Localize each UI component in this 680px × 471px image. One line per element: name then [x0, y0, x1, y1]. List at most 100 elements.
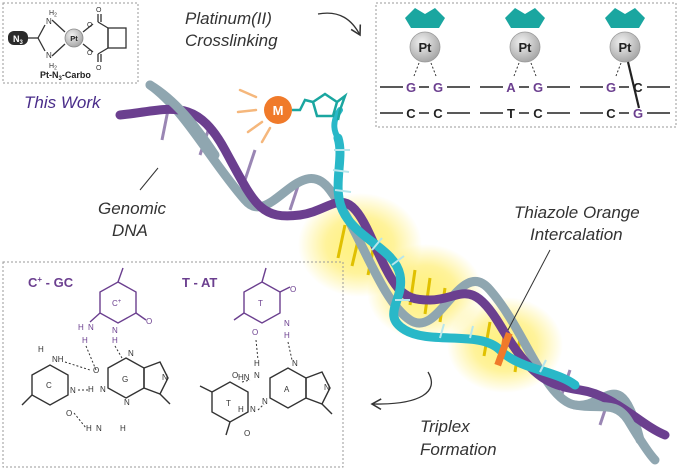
a-n7: N	[292, 359, 298, 368]
coord-bond	[430, 62, 437, 77]
t-wc-o2: O	[244, 429, 250, 438]
g-label: G	[122, 375, 128, 384]
coord-bond	[530, 62, 537, 77]
base-top-right: C	[633, 80, 643, 95]
annotations: Platinum(II) Crosslinking This Work Geno…	[24, 9, 640, 459]
crosslink-panel-2: PtA G T C	[480, 8, 570, 121]
a-n: N	[254, 371, 260, 380]
label-platinum-1: Platinum(II)	[185, 9, 272, 28]
base-top-left: A	[506, 80, 516, 95]
label-thiazole-1: Thiazole Orange	[514, 203, 640, 222]
pt-ball	[409, 31, 441, 63]
base-bottom-left: T	[507, 106, 515, 121]
compound-pt-ball	[64, 28, 84, 48]
base-top-right: G	[533, 80, 543, 95]
cplus-h: H	[112, 336, 118, 345]
t-wc-label: T	[226, 399, 231, 408]
cplus-o: O	[146, 317, 152, 326]
base-top-left: G	[406, 80, 416, 95]
azide-badge	[8, 31, 28, 45]
crosslink-frame	[375, 2, 677, 128]
g-n3: N	[124, 398, 130, 407]
thiazole-orange-marker	[494, 331, 513, 367]
cgc-triad-structure: C+ O N H H N H G N N N O N H H N H	[21, 267, 171, 433]
triad-frame	[2, 261, 344, 468]
cgc-title: C+ - GC	[28, 275, 74, 290]
g-nh2-h: H	[120, 424, 126, 433]
compound-name: Pt-N3-Carbo	[40, 70, 91, 82]
platinum-arrow	[317, 12, 362, 37]
label-thiazole-2: Intercalation	[530, 225, 623, 244]
t-wc-ring	[211, 381, 249, 423]
label-platinum-2: Crosslinking	[185, 31, 278, 50]
base-top-left: G	[606, 80, 616, 95]
compound-n-bottom: N	[46, 51, 52, 60]
metal-m-label: M	[273, 103, 284, 118]
c-h: H	[38, 345, 44, 354]
label-triplex-2: Formation	[420, 440, 497, 459]
a-ring-5	[305, 371, 331, 405]
cplus-hn-n: N	[88, 323, 94, 332]
t-wc-h: H	[238, 405, 244, 414]
wc-bonds-cgc	[64, 361, 91, 429]
base-bottom-left: C	[406, 106, 416, 121]
cplus-label: C+	[112, 299, 122, 308]
compound-h2-top: H2	[49, 10, 57, 19]
t-hoogsteen-label: T	[258, 299, 263, 308]
compound-pt-label: Pt	[70, 34, 78, 43]
linker	[292, 98, 314, 112]
wc-bonds-tat	[241, 379, 265, 411]
a-h: H	[254, 359, 260, 368]
coord-bond	[513, 62, 520, 77]
t-wc-n: N	[250, 405, 256, 414]
g-h1: H	[88, 385, 94, 394]
g-ring-5	[143, 361, 169, 395]
c-n3: N	[70, 386, 76, 395]
tfo-strand-cyan	[333, 133, 580, 390]
a-label: A	[284, 385, 290, 394]
compound-o-bottom: O	[87, 50, 93, 57]
label-genomic-2: DNA	[112, 221, 148, 240]
hoogsteen-bonds-tat	[255, 339, 293, 361]
pt-ball	[509, 31, 541, 63]
tat-triad-structure: T O O N H A H N HN N N N T O N H	[199, 267, 333, 438]
pentagon-ring	[311, 92, 339, 118]
coord-bond	[615, 62, 622, 77]
t-hoogsteen-n: N	[284, 319, 290, 328]
c-o: O	[66, 409, 72, 418]
ligand-cap-icon	[405, 8, 445, 28]
compound-frame	[2, 2, 139, 84]
coord-bond	[413, 62, 420, 77]
pt-ball-label: Pt	[619, 40, 633, 55]
dna-helix	[115, 80, 670, 465]
dna-strand-purple	[115, 104, 670, 440]
c-label: C	[46, 381, 52, 390]
hoogsteen-bonds-cgc	[85, 345, 123, 371]
g-nh2: H	[86, 424, 92, 433]
a-n9: N	[324, 383, 330, 392]
triad-box: C+ - GC T - AT C+ O N H H N H G N	[2, 261, 344, 468]
dna-strand-steel-front-2	[570, 400, 660, 465]
a-hn: HN	[238, 373, 250, 382]
label-this-work: This Work	[24, 93, 102, 112]
cplus-h2: H	[82, 336, 88, 345]
t-wc-o: O	[232, 371, 238, 380]
c-nh: NH	[52, 355, 64, 364]
compound-o-top: O	[87, 22, 93, 29]
base-bottom-right: C	[533, 106, 543, 121]
g-n7: N	[128, 349, 134, 358]
t-hoogsteen-o2: O	[252, 328, 258, 337]
compound-o-carbonyl-bottom: O	[96, 65, 102, 72]
base-bottom-right: C	[433, 106, 443, 121]
metal-m-ball	[264, 96, 292, 124]
pt-ball-label: Pt	[519, 40, 533, 55]
cplus-n: N	[112, 326, 118, 335]
base-bottom-left: C	[606, 106, 616, 121]
label-triplex-1: Triplex	[420, 417, 470, 436]
label-genomic-1: Genomic	[98, 199, 167, 218]
